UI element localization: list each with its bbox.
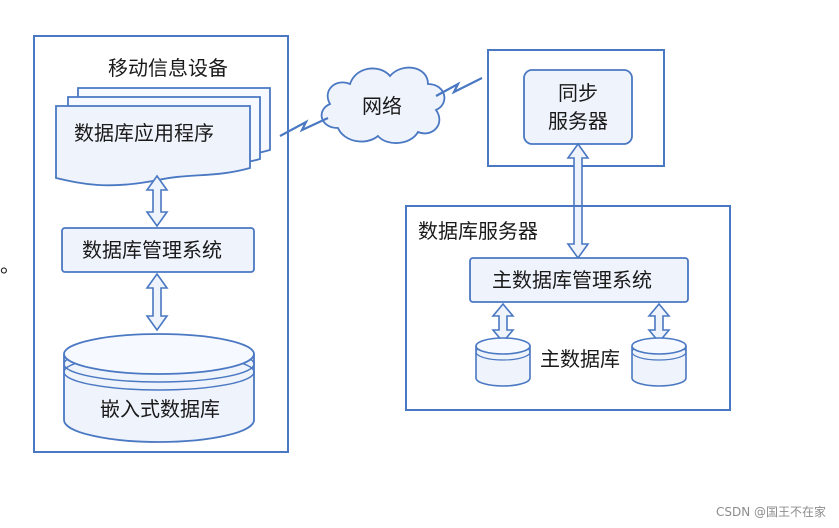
- db-server-group: 数据库服务器: [405, 205, 731, 411]
- double-arrow-app-dbms: [145, 174, 169, 228]
- embedded-db-label: 嵌入式数据库: [100, 397, 220, 421]
- db-management-label: 数据库管理系统: [82, 238, 222, 262]
- db-server-frame: [405, 205, 731, 411]
- sync-server-line2: 服务器: [548, 109, 608, 133]
- db-application-label: 数据库应用程序: [74, 121, 214, 145]
- db-application-stack: 数据库应用程序: [55, 87, 271, 187]
- mobile-device-title: 移动信息设备: [108, 56, 228, 80]
- watermark-text: CSDN @国王不在家: [716, 504, 826, 519]
- mobile-device-group: 移动信息设备: [33, 35, 289, 453]
- embedded-db-top: [63, 333, 255, 375]
- sync-server-line1: 同步: [558, 81, 598, 105]
- main-db-label: 主数据库: [540, 347, 620, 371]
- main-db-cylinder-left: [475, 337, 531, 387]
- db-server-title: 数据库服务器: [418, 219, 538, 243]
- double-arrow-dbms-embedded: [145, 272, 169, 332]
- double-arrow-main-db-right: [647, 302, 671, 344]
- main-dbms-frame: [469, 257, 689, 303]
- embedded-db-body: [63, 354, 255, 443]
- network-cloud: 网络: [320, 66, 446, 144]
- wireless-link-left: [279, 117, 329, 137]
- mobile-device-frame: [33, 35, 289, 453]
- stray-punctuation: 。: [0, 253, 20, 277]
- main-dbms-label: 主数据库管理系统: [492, 268, 652, 292]
- cloud-shape: [320, 66, 446, 144]
- main-db-cylinder-right: [631, 337, 687, 387]
- double-arrow-sync-main: [566, 142, 590, 260]
- doc-sheet-front: [55, 105, 251, 187]
- double-arrow-main-db-left: [491, 302, 515, 344]
- wireless-link-right: [435, 77, 483, 97]
- embedded-db-cylinder: 嵌入式数据库: [63, 333, 255, 443]
- db-management-box: 数据库管理系统: [61, 227, 255, 273]
- db-management-frame: [61, 227, 255, 273]
- network-label: 网络: [362, 94, 402, 118]
- main-dbms-box: 主数据库管理系统: [469, 257, 689, 303]
